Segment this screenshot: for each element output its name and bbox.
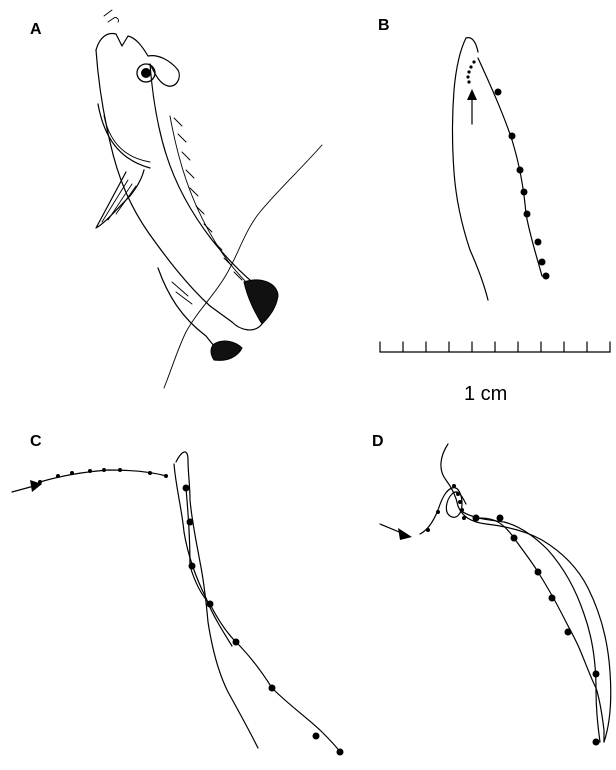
panel-b: B bbox=[378, 17, 550, 300]
panel-c-outline bbox=[176, 452, 258, 748]
fish-illustration bbox=[96, 10, 322, 388]
panel-c-trajectory-body bbox=[186, 488, 340, 752]
panel-c-label: C bbox=[30, 433, 42, 450]
panel-c-outline-inner bbox=[174, 464, 232, 646]
panel-d-outline-inner bbox=[460, 510, 600, 742]
panel-d: D bbox=[372, 433, 611, 746]
panel-a: A bbox=[30, 10, 322, 388]
scale-ticks bbox=[380, 342, 610, 352]
panel-d-label: D bbox=[372, 433, 384, 450]
panel-b-label: B bbox=[378, 17, 390, 34]
panel-b-points bbox=[466, 60, 549, 279]
panel-d-arrow bbox=[380, 524, 412, 540]
panel-c-arrow bbox=[12, 480, 42, 492]
panel-d-outline bbox=[441, 444, 611, 742]
panel-a-label: A bbox=[30, 21, 42, 38]
panel-b-outline bbox=[453, 38, 489, 300]
panel-c: C bbox=[12, 433, 344, 756]
panel-d-trajectory bbox=[476, 518, 604, 742]
scale-bar: 1 cm bbox=[380, 342, 610, 405]
panel-d-points bbox=[426, 484, 600, 746]
panel-b-trajectory bbox=[478, 58, 542, 276]
panel-b-arrow bbox=[467, 89, 477, 124]
scale-bar-label: 1 cm bbox=[464, 383, 507, 405]
